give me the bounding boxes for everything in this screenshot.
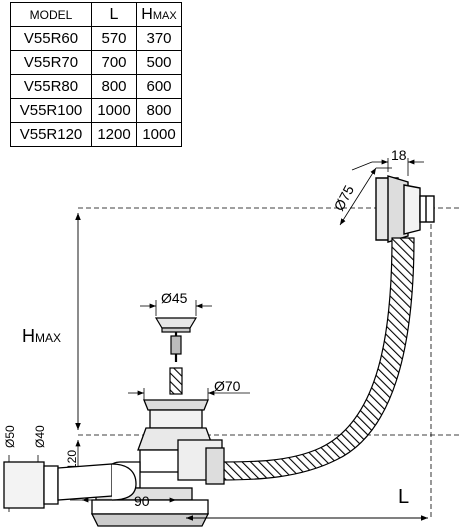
hmax-sub: MAX	[35, 331, 61, 345]
header-model: MODEL	[10, 2, 92, 27]
hmax-label: HMAX	[22, 326, 61, 346]
spec-table: MODEL L HMAX V55R60 570 370 V55R70 700 5…	[10, 2, 182, 147]
cell-model: V55R80	[10, 74, 92, 99]
dim-d40-label: Ø40	[33, 425, 47, 448]
cell-h: 370	[136, 26, 182, 51]
side-outlet	[3, 461, 137, 509]
dim-d45	[140, 300, 212, 316]
table-row: V55R100 1000 800	[10, 98, 182, 123]
dim-d70-label: Ø70	[214, 378, 241, 394]
dim-18	[351, 158, 424, 176]
cell-h: 600	[136, 74, 182, 99]
table-row: V55R60 570 370	[10, 26, 182, 51]
dim-18-label: 18	[391, 147, 407, 163]
table-row: V55R70 700 500	[10, 50, 182, 75]
dim-l-label: L	[398, 486, 409, 508]
table-row: V55R120 1200 1000	[10, 122, 182, 147]
dim-d70	[128, 388, 250, 400]
cell-l: 570	[91, 26, 137, 51]
cell-l: 1000	[91, 98, 137, 123]
table-header-row: MODEL L HMAX	[10, 2, 182, 27]
reference-lines	[78, 207, 460, 520]
dim-120-label: 120	[65, 450, 79, 470]
cell-l: 700	[91, 50, 137, 75]
cell-h: 1000	[136, 122, 182, 147]
cell-model: V55R70	[10, 50, 92, 75]
hmax-main: H	[22, 326, 35, 346]
flexible-hose	[221, 237, 415, 481]
dim-d50-label: Ø50	[3, 425, 17, 448]
header-h: H	[141, 5, 153, 23]
cell-model: V55R120	[10, 122, 92, 147]
header-hmax: HMAX	[136, 2, 182, 27]
dim-90-label: 90	[134, 493, 150, 509]
table-row: V55R80 800 600	[10, 74, 182, 99]
dim-d75-label: Ø75	[331, 182, 358, 213]
dim-d45-label: Ø45	[161, 290, 188, 306]
header-h-sub: MAX	[152, 9, 177, 22]
cell-model: V55R100	[10, 98, 92, 123]
cell-l: 1200	[91, 122, 137, 147]
drain-body	[90, 399, 225, 527]
overflow-head	[375, 175, 435, 243]
stopper-plug	[154, 317, 198, 395]
header-l: L	[91, 2, 137, 27]
dim-d75	[339, 167, 392, 226]
